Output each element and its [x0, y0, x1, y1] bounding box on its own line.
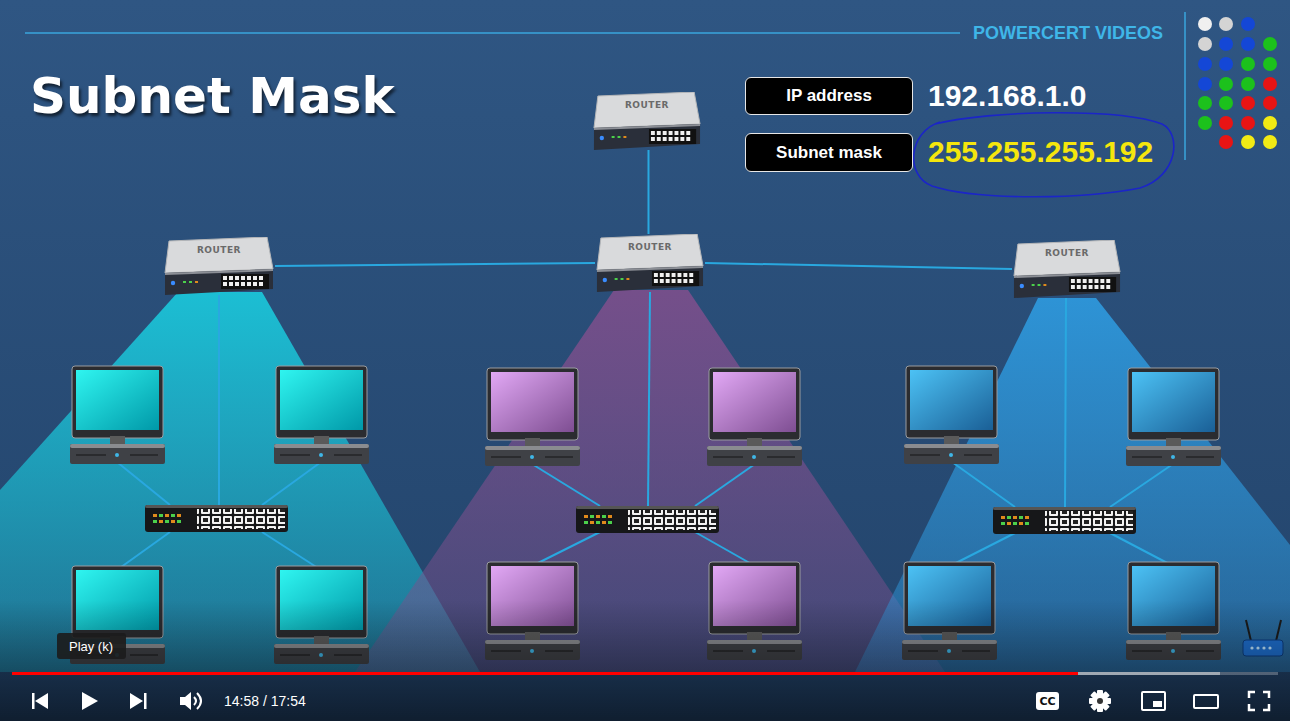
header-rule — [25, 32, 960, 34]
computer-icon — [1126, 368, 1221, 466]
router-label: ROUTER — [625, 100, 669, 110]
node-text-group: CC — [1036, 692, 1059, 710]
cable — [262, 532, 321, 570]
box-label: IP address — [786, 86, 872, 106]
router-label: ROUTER — [197, 245, 241, 255]
switch-icon — [993, 507, 1136, 534]
cable — [648, 292, 650, 506]
router-label: ROUTER — [1045, 248, 1089, 258]
tip-label: Play (k) — [69, 639, 113, 654]
play-icon — [82, 692, 98, 710]
cable — [117, 462, 170, 505]
computer-icon — [707, 368, 802, 466]
network-link — [648, 150, 650, 234]
logo-dots — [1198, 17, 1277, 149]
router-node: ROUTER — [592, 92, 702, 150]
box-node: IP address — [745, 77, 913, 115]
cable — [695, 464, 755, 506]
next-icon — [144, 693, 147, 709]
node-text-group: IP address — [746, 78, 912, 114]
computer-icon — [274, 366, 369, 464]
cc-label: CC — [1039, 695, 1055, 708]
brand-name-text: POWERCERT VIDEOS — [973, 23, 1163, 43]
node-text-group: ROUTER — [1012, 243, 1122, 263]
switches — [145, 505, 1136, 534]
switch-icon — [145, 505, 288, 532]
time-display-text: 14:58 / 17:54 — [224, 693, 306, 709]
time-display: 14:58 / 17:54 — [224, 693, 306, 709]
volume-icon — [194, 697, 196, 705]
miniplayer-icon — [1153, 701, 1162, 707]
ip-value-text: 192.168.1.0 — [928, 78, 1086, 114]
computer-icon — [904, 366, 999, 464]
router-node: ROUTER — [1012, 240, 1122, 298]
player-controls — [32, 690, 1269, 712]
cable — [532, 532, 600, 566]
cable — [117, 532, 170, 570]
progress-bar — [12, 672, 1278, 675]
computer-icon — [485, 368, 580, 466]
switch-icon — [576, 506, 719, 533]
box-label: Subnet mask — [776, 143, 882, 163]
cable — [952, 462, 1015, 507]
mask-value-text: 255.255.255.192 — [928, 134, 1153, 170]
node-text-group: Subnet mask — [746, 134, 912, 171]
cable — [262, 462, 321, 505]
volume-icon — [180, 692, 191, 710]
node-text-group: Play (k) — [57, 633, 126, 659]
network-link — [275, 263, 595, 266]
divider-rule — [1184, 12, 1186, 160]
miniplayer-icon — [1142, 692, 1165, 710]
cable — [532, 464, 600, 506]
cc-node: CC — [1036, 692, 1059, 710]
cable — [950, 533, 1015, 566]
cable — [1110, 464, 1173, 507]
theater-icon — [1194, 695, 1218, 708]
router-label: ROUTER — [628, 242, 672, 252]
previous-icon — [32, 693, 35, 709]
page-title: Subnet Mask — [30, 66, 395, 126]
box-node: Subnet mask — [745, 133, 913, 172]
computer-icon — [70, 366, 165, 464]
cable — [695, 532, 755, 566]
brand-name: POWERCERT VIDEOS — [973, 23, 1163, 43]
node-text-group: ROUTER — [595, 237, 705, 257]
title-text: Subnet Mask — [30, 66, 395, 126]
network-cables — [117, 292, 1173, 570]
previous-icon — [35, 693, 48, 709]
node-text-group: ROUTER — [592, 95, 702, 115]
cable — [218, 295, 220, 505]
router-node: ROUTER — [163, 237, 275, 295]
router-node: ROUTER — [595, 234, 705, 292]
mask-value: 255.255.255.192 — [928, 134, 1153, 170]
cable — [1065, 298, 1066, 507]
player-shade — [0, 600, 1290, 721]
settings-icon — [1089, 690, 1111, 712]
ip-value: 192.168.1.0 — [928, 78, 1086, 114]
fullscreen-icon — [1249, 692, 1269, 710]
node-text-group: ROUTER — [163, 240, 275, 260]
tip-node: Play (k) — [57, 633, 126, 659]
volume-icon — [197, 693, 201, 709]
hand-drawn-circle — [914, 113, 1174, 197]
next-icon — [130, 693, 143, 709]
network-link — [705, 263, 1012, 269]
cable — [1110, 533, 1173, 566]
